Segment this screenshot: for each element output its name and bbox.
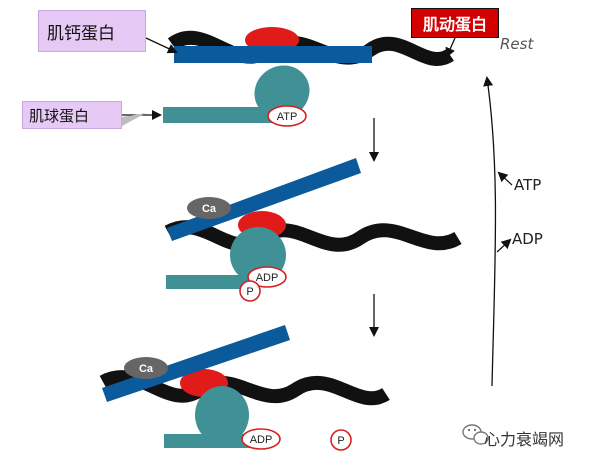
label-troponin: 肌钙蛋白 (38, 10, 146, 52)
actin-filament (164, 220, 462, 252)
calcium-label: Ca (139, 363, 154, 375)
myosin-head (163, 65, 310, 123)
adp-badge (247, 266, 287, 288)
calcium-ion (187, 197, 231, 219)
tropomyosin-bar (174, 46, 372, 63)
actin-filament (99, 370, 390, 406)
myosin-head (164, 386, 254, 448)
tropomyosin-bar (167, 158, 361, 241)
calcium-label: Ca (202, 203, 217, 215)
myosin-label-tail (122, 113, 146, 126)
phosphate-badge (330, 429, 352, 451)
label-adp-cycle: ADP (512, 230, 543, 248)
atp-label: ATP (277, 111, 298, 123)
stage-calcium-bound: Ca ADP P (164, 158, 462, 302)
label-actin: 肌动蛋白 (411, 8, 499, 38)
calcium-ion (124, 357, 168, 379)
phosphate-label: P (246, 286, 253, 298)
label-rest: Rest (500, 35, 534, 53)
arrow-atp-in (497, 171, 513, 186)
arrow-cycle-return (483, 76, 497, 387)
wechat-icon (462, 424, 489, 445)
watermark-text: 心力衰竭网 (484, 430, 565, 449)
label-atp-cycle: ATP (514, 176, 542, 194)
arrow-adp-out (496, 238, 512, 253)
arrow-actin-pointer (445, 37, 456, 58)
atp-badge (267, 105, 307, 127)
stage-rest: ATP (163, 27, 454, 127)
label-myosin: 肌球蛋白 (22, 101, 122, 129)
watermark: 心力衰竭网 (456, 426, 564, 450)
tropomyosin-bar (102, 325, 290, 402)
arrow-troponin-pointer (145, 37, 178, 54)
adp-label: ADP (256, 272, 279, 284)
adp-badge (241, 428, 281, 450)
adp-label: ADP (250, 434, 273, 446)
stage-power-stroke: Ca ADP P (99, 325, 390, 451)
phosphate-badge (239, 280, 261, 302)
phosphate-label: P (337, 435, 344, 447)
